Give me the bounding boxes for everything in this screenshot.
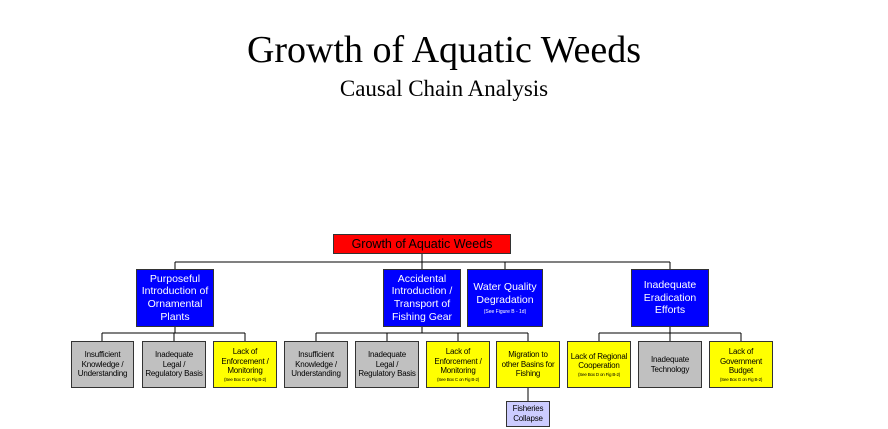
cause-node-water-quality-degradation: Water Quality Degradation (See Figure B … [467,269,543,327]
leaf-node-lack-of-regional-cooperation: Lack of Regional Cooperation (See Box D … [567,341,631,388]
leaf-node-label: Lack of Government Budget [719,346,763,376]
diagram-title: Growth of Aquatic Weeds [246,29,642,71]
leaf-node-fisheries-collapse: Fisheries Collapse [506,401,550,427]
cause-node-label: Inadequate Eradication Efforts [643,279,697,317]
leaf-node-inadequate-legal-2: Inadequate Legal / Regulatory Basis [355,341,419,388]
cause-node-label: Water Quality Degradation [473,280,537,306]
cause-node-label: Accidental Introduction / Transport of F… [391,272,453,323]
diagram-subtitle: Causal Chain Analysis [339,76,549,101]
leaf-node-lack-of-government-budget: Lack of Government Budget (See Box G on … [709,341,773,388]
cause-node-accidental-introduction: Accidental Introduction / Transport of F… [383,269,461,327]
leaf-node-inadequate-technology: Inadequate Technology [638,341,702,388]
root-node-label: Growth of Aquatic Weeds [351,236,493,251]
leaf-node-note: (See Box G on Fig B-2) [719,376,763,382]
leaf-node-label: Lack of Enforcement / Monitoring [221,346,269,376]
leaf-node-label: Lack of Enforcement / Monitoring [434,346,482,376]
leaf-node-note: (See Box C on Fig B-2) [436,376,480,382]
leaf-node-label: Inadequate Legal / Regulatory Basis [358,350,416,379]
cause-node-note: (See Figure B - 1d) [483,309,527,316]
cause-node-purposeful-introduction: Purposeful Introduction of Ornamental Pl… [136,269,214,327]
leaf-node-note: (See Box D on Fig B-2) [577,371,621,377]
root-node-growth-of-aquatic-weeds: Growth of Aquatic Weeds [333,234,511,254]
leaf-node-inadequate-legal-1: Inadequate Legal / Regulatory Basis [142,341,206,388]
leaf-node-label: Insufficient Knowledge / Understanding [291,350,341,379]
leaf-node-lack-of-enforcement-1: Lack of Enforcement / Monitoring (See Bo… [213,341,277,388]
cause-node-label: Purposeful Introduction of Ornamental Pl… [141,272,209,323]
leaf-node-migration-to-other-basins: Migration to other Basins for Fishing [496,341,560,388]
leaf-node-label: Inadequate Legal / Regulatory Basis [145,350,203,379]
leaf-node-label: Inadequate Technology [650,354,690,374]
leaf-node-note: (See Box C on Fig B-2) [223,376,267,382]
leaf-node-lack-of-enforcement-2: Lack of Enforcement / Monitoring (See Bo… [426,341,490,388]
leaf-node-label: Insufficient Knowledge / Understanding [77,350,128,379]
leaf-node-label: Lack of Regional Cooperation [570,351,628,371]
leaf-node-label: Fisheries Collapse [512,404,544,423]
leaf-node-insufficient-knowledge-1: Insufficient Knowledge / Understanding [71,341,134,388]
cause-node-inadequate-eradication: Inadequate Eradication Efforts [631,269,709,327]
leaf-node-insufficient-knowledge-2: Insufficient Knowledge / Understanding [284,341,348,388]
leaf-node-label: Migration to other Basins for Fishing [501,350,555,379]
